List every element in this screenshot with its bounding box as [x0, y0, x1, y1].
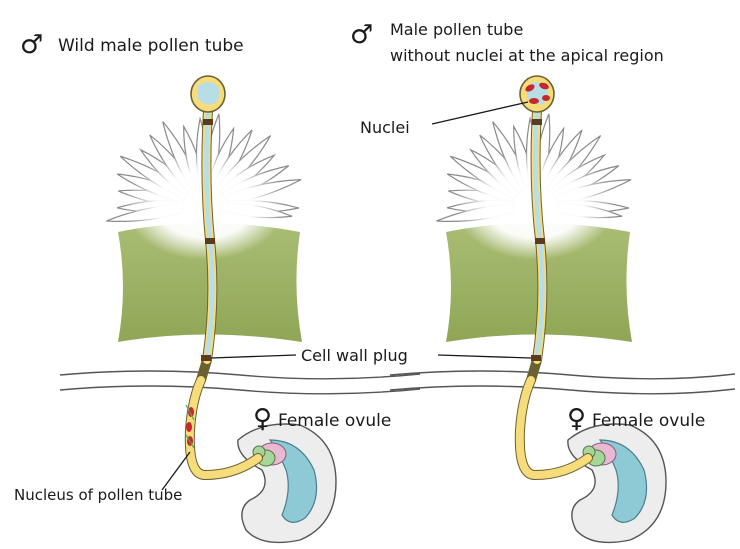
left-nucleus-leader [161, 451, 191, 491]
right-male-symbol: ♂ [350, 20, 373, 50]
right-title-line2: without nuclei at the apical region [390, 46, 664, 65]
left-male-symbol: ♂ [20, 30, 43, 60]
right-ovule [567, 423, 667, 544]
left-nucleus-label: Nucleus of pollen tube [14, 486, 182, 504]
right-title-line1: Male pollen tube [390, 20, 523, 39]
right-panel: ♂ Male pollen tube without nuclei at the… [350, 20, 736, 544]
left-female-label: Female ovule [278, 411, 391, 431]
right-nuclei-leader [431, 101, 529, 125]
left-panel: ♂ Wild male pollen tube ♀ Female ovule N… [14, 30, 421, 544]
left-plug-leader [210, 354, 297, 359]
right-nuclei-label: Nuclei [360, 118, 410, 137]
right-cell-wall-plugs [531, 119, 545, 361]
cell-wall-plug-label: Cell wall plug [301, 346, 408, 365]
right-tissue-lines [389, 370, 736, 395]
right-grain-nuclei [525, 82, 550, 104]
right-female-symbol: ♀ [567, 404, 586, 434]
right-plug-leader [437, 354, 532, 359]
left-tissue-lines [59, 370, 421, 395]
left-ovule [237, 423, 337, 544]
left-nuclei [185, 404, 195, 449]
left-title: Wild male pollen tube [58, 36, 244, 56]
left-female-symbol: ♀ [253, 404, 272, 434]
left-cell-wall-plugs [201, 119, 215, 361]
right-female-label: Female ovule [592, 411, 705, 431]
